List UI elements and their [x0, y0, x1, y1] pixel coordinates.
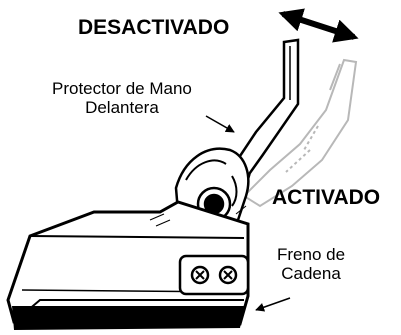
bolt-icon	[195, 270, 233, 280]
chain-brake-label: Freno de Cadena	[277, 245, 346, 283]
hatch-shading	[149, 205, 247, 227]
motion-double-arrow	[278, 8, 359, 43]
deactivated-label: DESACTIVADO	[78, 16, 230, 39]
chain-brake-leader-arrow	[255, 297, 291, 312]
hand-guard-leader-arrow	[205, 115, 235, 133]
hand-guard-activated-ghost	[242, 58, 358, 208]
chain-brake-label-line1: Freno de	[277, 245, 346, 264]
chain-brake-plate	[178, 254, 250, 296]
saw-base-stripe	[12, 306, 244, 330]
front-hand-guard-label-line2: Delantera	[85, 97, 159, 117]
chain-brake-label-line2: Cadena	[281, 263, 341, 283]
activated-label: ACTIVADO	[272, 186, 381, 209]
front-hand-guard-label-line1: Protector de Mano	[52, 79, 192, 98]
front-hand-guard-label: Protector de Mano Delantera	[52, 79, 192, 117]
